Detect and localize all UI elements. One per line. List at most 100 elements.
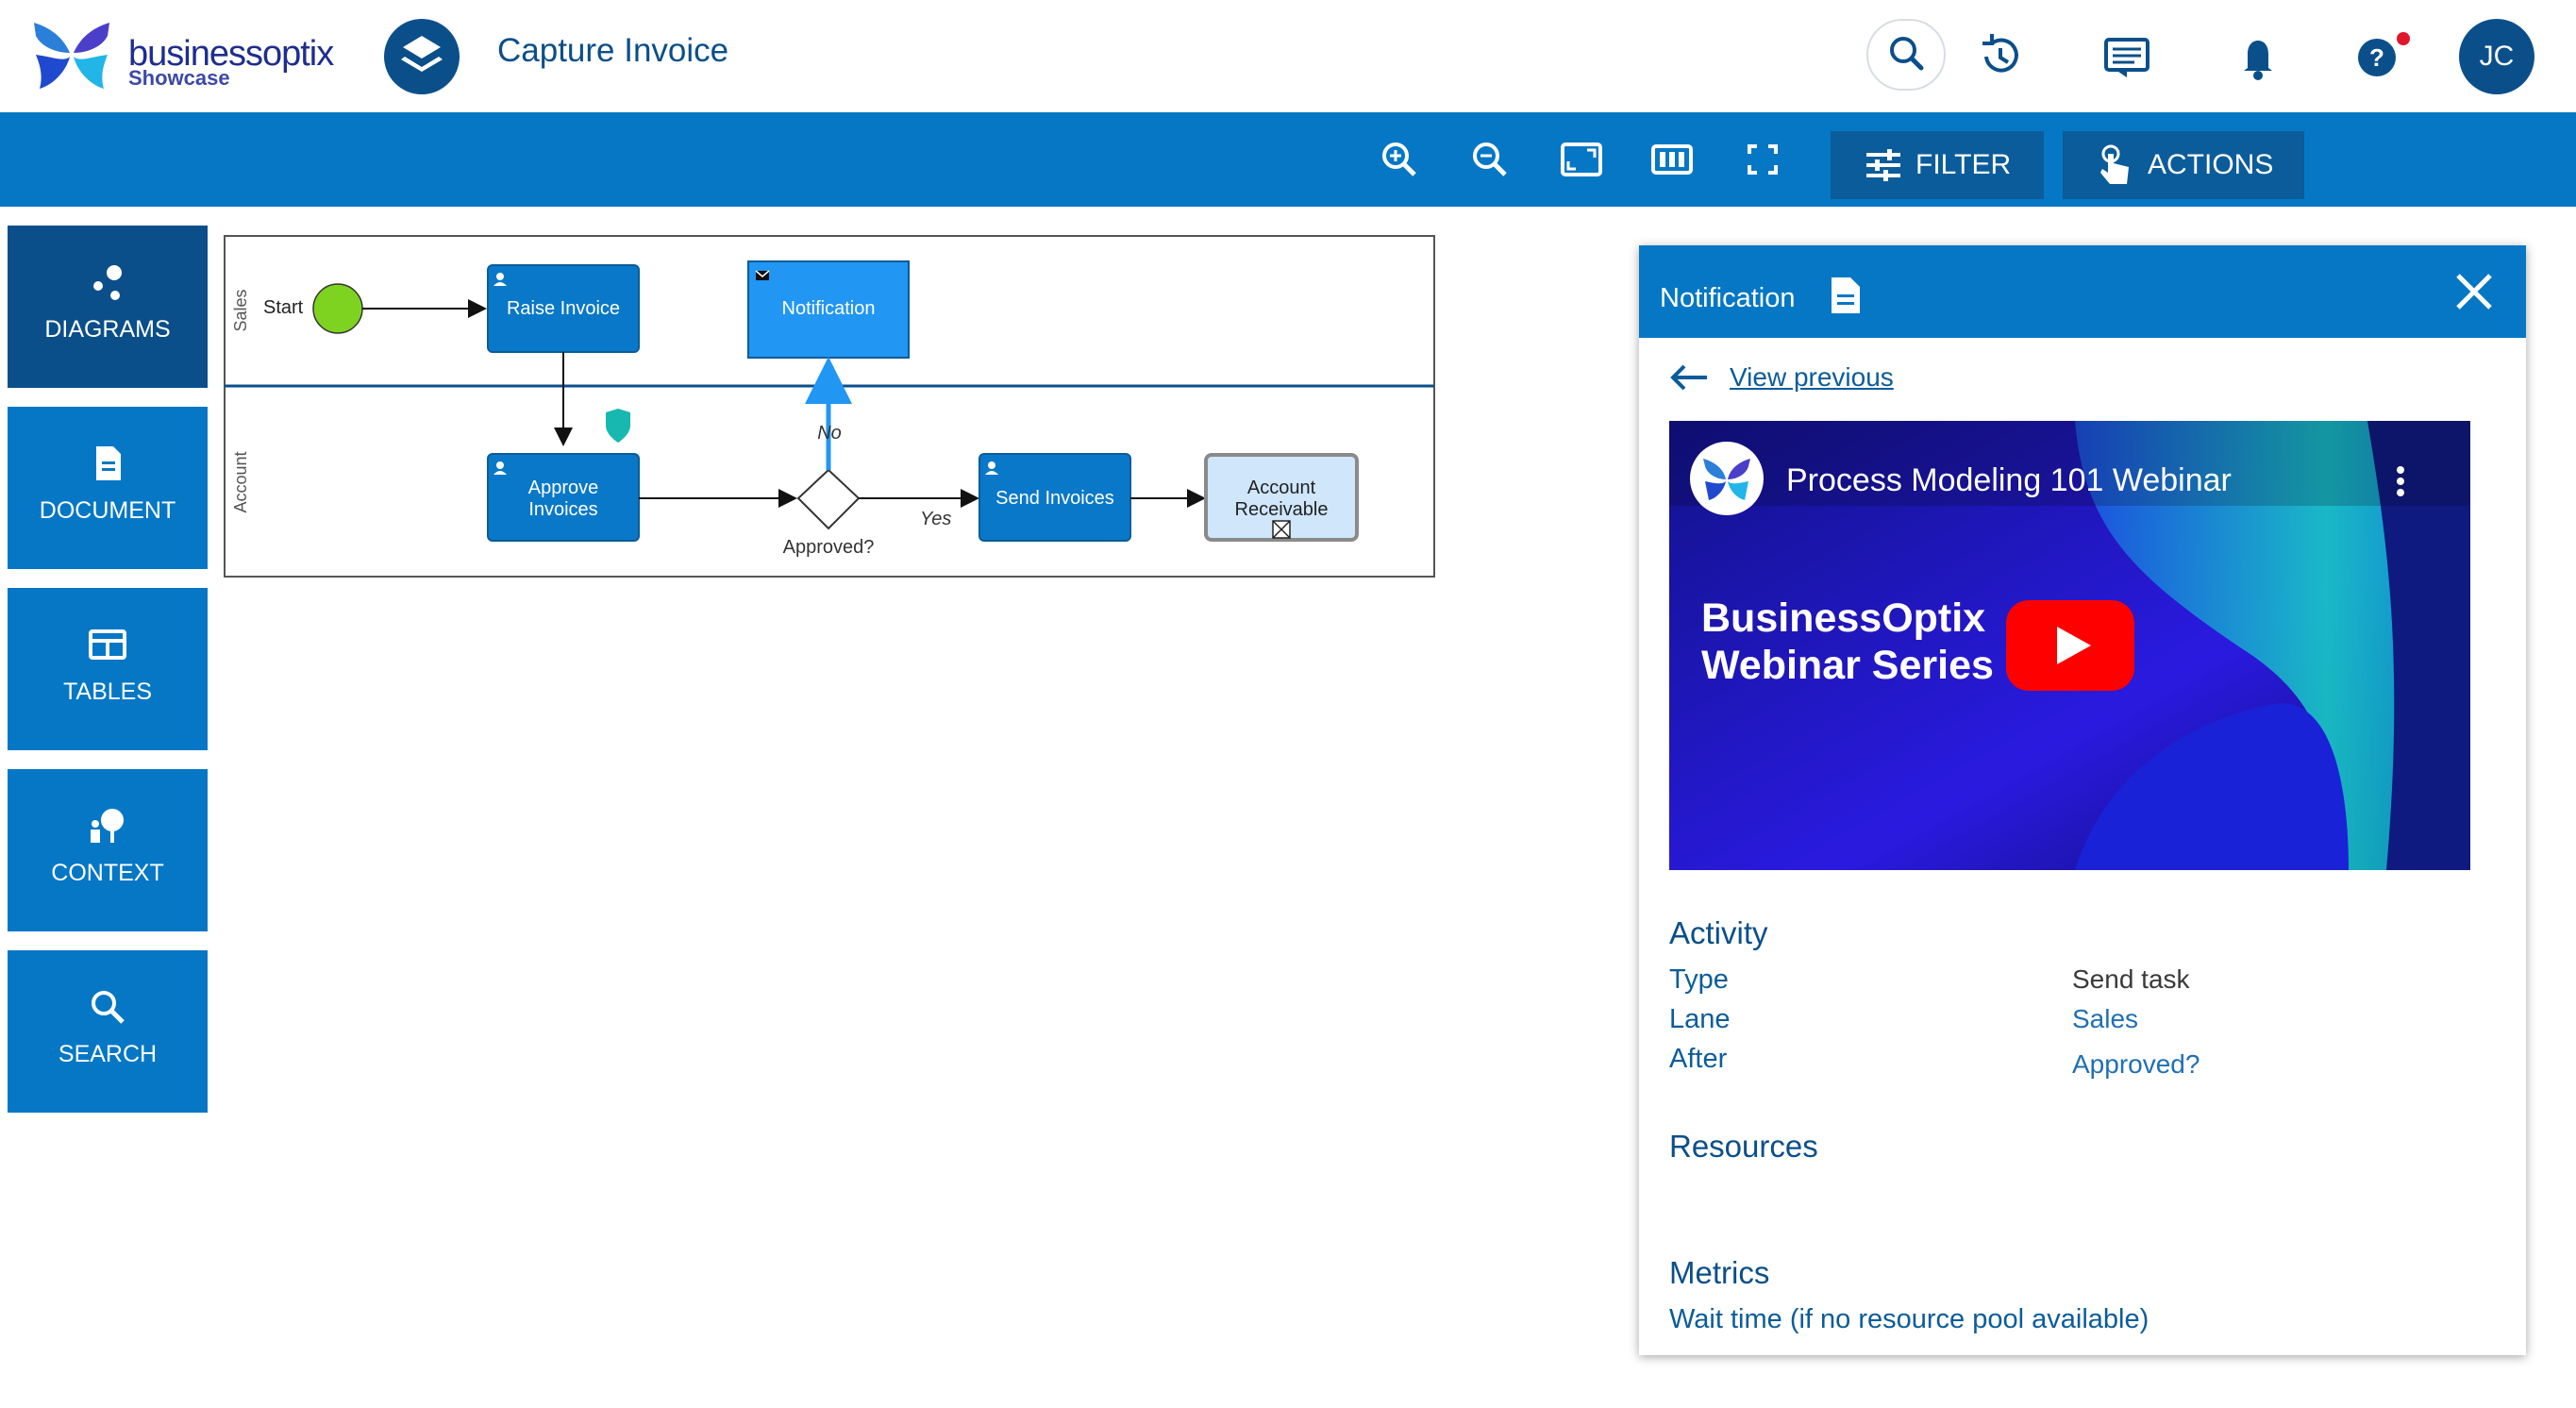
nav-tables-label: TABLES <box>62 679 153 705</box>
nav-context-label: CONTEXT <box>51 860 164 886</box>
search-icon <box>92 991 125 1024</box>
app-header: businessoptix Showcase Capture Invoice <box>0 0 2576 112</box>
svg-text:?: ? <box>2369 43 2384 72</box>
fullscreen-icon <box>1748 144 1778 175</box>
task-account-label-line1: Account <box>1247 478 1316 498</box>
play-button-icon[interactable] <box>2006 600 2134 691</box>
messages-button[interactable] <box>2093 23 2159 89</box>
task-raise-invoice[interactable]: Raise Invoice <box>487 264 640 353</box>
arrow-left-icon <box>1670 364 1707 391</box>
video-headline: BusinessOptix Webinar Series <box>1701 595 1994 689</box>
nav-document-label: DOCUMENT <box>39 497 176 524</box>
help-badge <box>2397 32 2410 45</box>
diagram-toolbar: FILTER ACTIONS <box>0 112 2576 207</box>
zoom-in-button[interactable] <box>1373 133 1426 186</box>
nav-search[interactable]: SEARCH <box>8 950 208 1113</box>
tables-icon <box>89 629 126 660</box>
task-account-label-line2: Receivable <box>1235 499 1329 520</box>
lane-label-sales: Sales <box>231 289 250 331</box>
bell-icon <box>2244 41 2272 80</box>
filter-sliders-icon <box>1866 149 1900 181</box>
document-icon <box>96 446 121 480</box>
compliance-shield-icon[interactable] <box>606 409 630 443</box>
search-icon <box>1890 37 1924 71</box>
task-raise-invoice-label: Raise Invoice <box>507 298 620 319</box>
layers-icon <box>401 36 443 72</box>
task-approve-invoices[interactable]: Approve Invoices <box>487 453 640 542</box>
butterfly-logo-icon <box>1703 459 1750 500</box>
header-search-button[interactable] <box>1866 19 1946 91</box>
panel-header: Notification <box>1639 245 2526 338</box>
nav-tables[interactable]: TABLES <box>8 588 208 750</box>
filter-button[interactable]: FILTER <box>1831 131 2044 199</box>
zoom-out-icon <box>1473 142 1507 176</box>
context-icon <box>91 809 124 843</box>
logo-text: businessoptix <box>128 34 334 74</box>
prop-type-key: Type <box>1669 964 1729 995</box>
process-diagram[interactable]: Sales Account Start Raise Invoice Notifi… <box>224 235 1436 578</box>
start-label: Start <box>263 297 304 318</box>
help-icon: ? <box>2358 39 2396 76</box>
fit-page-button[interactable] <box>1555 133 1608 186</box>
nav-diagrams-label: DIAGRAMS <box>44 316 171 343</box>
lane-label-account: Account <box>231 451 250 512</box>
nav-diagrams[interactable]: DIAGRAMS <box>8 226 208 388</box>
channel-avatar[interactable] <box>1690 442 1764 515</box>
prop-lane-value[interactable]: Sales <box>2072 1004 2139 1033</box>
prop-after-key: After <box>1669 1044 1728 1074</box>
fit-page-icon <box>1561 142 1602 176</box>
more-vertical-icon[interactable] <box>2391 464 2410 502</box>
history-icon <box>1982 34 2018 73</box>
fit-width-icon <box>1651 144 1693 175</box>
view-previous-link[interactable]: View previous <box>1669 362 1894 393</box>
help-button[interactable]: ? <box>2344 23 2410 89</box>
fit-width-button[interactable] <box>1646 133 1698 186</box>
metrics-wait-time: Wait time (if no resource pool available… <box>1669 1304 2149 1334</box>
logo-subtitle: Showcase <box>128 66 230 90</box>
task-approve-label-line1: Approve <box>528 478 599 498</box>
view-previous-label: View previous <box>1730 362 1894 392</box>
video-embed[interactable]: Process Modeling 101 Webinar BusinessOpt… <box>1669 421 2470 870</box>
actions-button[interactable]: ACTIONS <box>2063 131 2304 199</box>
task-notification-label: Notification <box>782 298 876 319</box>
messages-icon <box>2104 38 2149 77</box>
flow-no-label: No <box>817 423 842 444</box>
notifications-button[interactable] <box>2225 23 2291 89</box>
video-title[interactable]: Process Modeling 101 Webinar <box>1786 462 2232 498</box>
document-icon[interactable] <box>1830 276 1862 315</box>
gateway-label: Approved? <box>783 537 875 558</box>
activity-section-title: Activity <box>1669 915 1768 950</box>
metrics-section-title: Metrics <box>1669 1255 1770 1290</box>
resources-section-title: Resources <box>1669 1129 1818 1164</box>
task-approve-label-line2: Invoices <box>528 499 597 520</box>
zoom-out-button[interactable] <box>1464 133 1516 186</box>
prop-lane-key: Lane <box>1669 1004 1731 1034</box>
zoom-in-icon <box>1382 142 1416 176</box>
diagrams-icon <box>93 265 122 300</box>
task-send-invoices-label: Send Invoices <box>995 488 1114 509</box>
close-icon[interactable] <box>2452 270 2496 313</box>
video-headline-line1: BusinessOptix <box>1701 595 1986 641</box>
task-account-receivable[interactable]: Account Receivable <box>1204 453 1359 542</box>
user-avatar[interactable]: JC <box>2459 19 2534 94</box>
layers-button[interactable] <box>384 19 460 94</box>
start-event[interactable] <box>312 283 363 334</box>
actions-label: ACTIONS <box>2148 149 2274 180</box>
filter-label: FILTER <box>1915 149 2012 180</box>
task-send-invoices[interactable]: Send Invoices <box>979 453 1131 542</box>
panel-title: Notification <box>1660 283 1796 313</box>
fullscreen-button[interactable] <box>1736 133 1789 186</box>
prop-after-value[interactable]: Approved? <box>2072 1049 2200 1079</box>
properties-panel: Notification View previous <box>1639 245 2526 1355</box>
nav-search-label: SEARCH <box>58 1041 158 1067</box>
touch-icon <box>2100 144 2129 184</box>
page-title: Capture Invoice <box>497 32 729 69</box>
history-button[interactable] <box>1965 23 2032 89</box>
nav-context[interactable]: CONTEXT <box>8 769 208 931</box>
nav-document[interactable]: DOCUMENT <box>8 407 208 569</box>
gateway-approved[interactable] <box>796 468 861 530</box>
flow-yes-label: Yes <box>920 509 951 529</box>
businessoptix-logo[interactable]: businessoptix Showcase <box>28 19 349 94</box>
task-notification[interactable]: Notification <box>747 260 910 359</box>
prop-type-value: Send task <box>2072 964 2190 994</box>
